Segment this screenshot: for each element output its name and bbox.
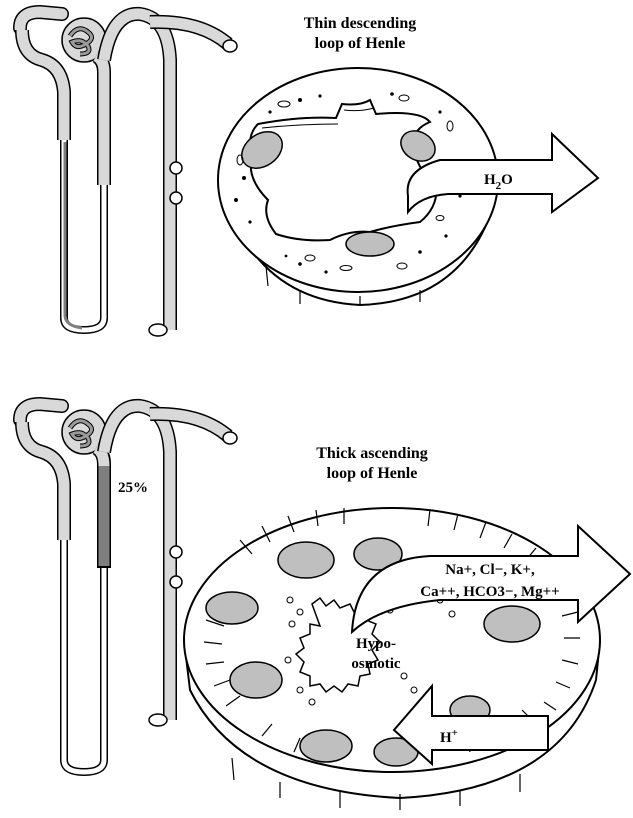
bottom-title-line1: Thick ascending	[316, 445, 428, 462]
bottom-title-line2: loop of Henle	[327, 465, 418, 482]
efflux-ions-line1: Na+, Cl−, K+,	[445, 562, 535, 578]
top-nephron	[20, 12, 237, 336]
top-title-line1: Thin descending	[304, 15, 416, 32]
efflux-ions-line2: Ca++, HCO3−, Mg++	[420, 584, 559, 600]
percent-label: 25%	[118, 480, 148, 496]
nucleus-icon	[300, 730, 352, 762]
lumen-label-line1: Hypo-	[356, 636, 396, 652]
top-title-line2: loop of Henle	[315, 35, 406, 52]
nucleus-icon	[278, 542, 334, 578]
nucleus-icon	[346, 232, 394, 256]
nucleus-icon	[206, 592, 258, 624]
nucleus-icon	[230, 662, 282, 698]
lumen-label-line2: osmotic	[351, 656, 400, 672]
nucleus-icon	[484, 606, 540, 642]
